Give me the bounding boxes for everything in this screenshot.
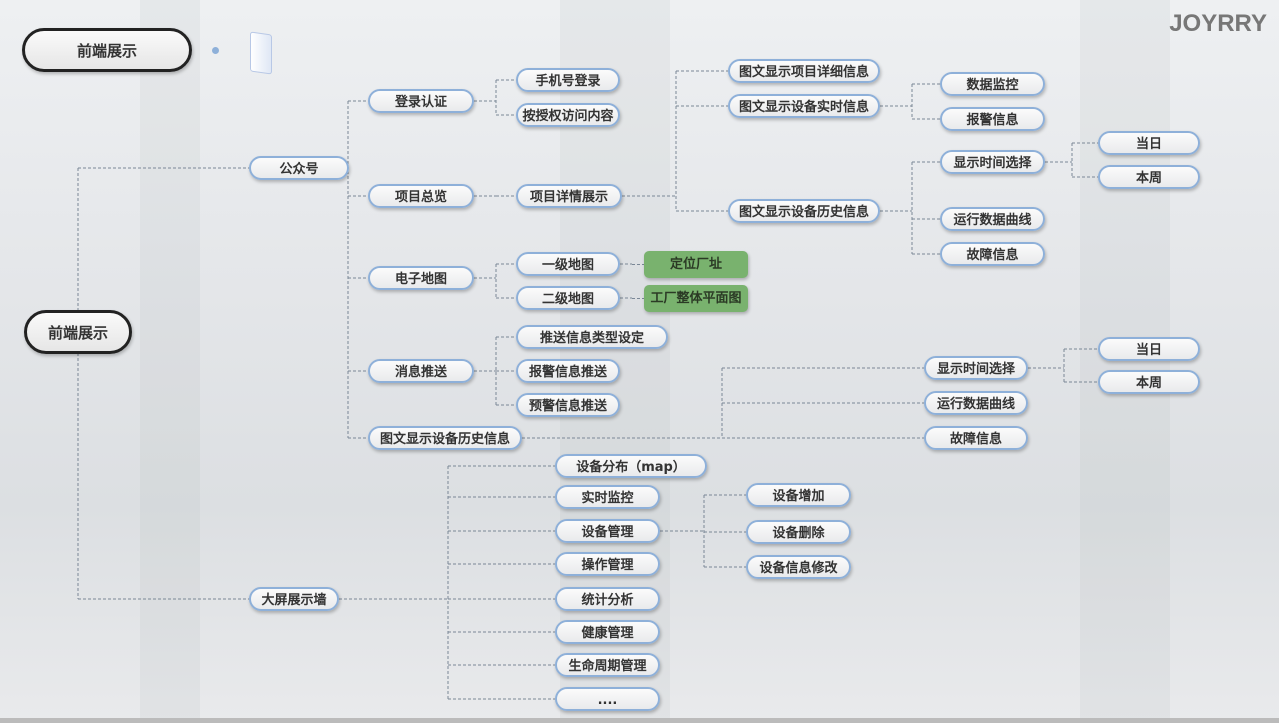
node-today[interactable]: 当日 [1098, 131, 1200, 155]
node-map-level2[interactable]: 二级地图 [516, 286, 620, 310]
node-realtime-info[interactable]: 图文显示设备实时信息 [728, 94, 880, 118]
brand-logo: JOYRRY [1169, 10, 1267, 37]
node-alarm-info[interactable]: 报警信息 [940, 107, 1045, 131]
node-locate-site[interactable]: 定位厂址 [644, 251, 748, 278]
node-run-curve[interactable]: 运行数据曲线 [940, 207, 1045, 231]
node-fault-info[interactable]: 故障信息 [940, 242, 1045, 266]
node-phone-login[interactable]: 手机号登录 [516, 68, 620, 92]
root-node[interactable]: 前端展示 [24, 310, 132, 354]
node-device-add[interactable]: 设备增加 [746, 483, 851, 507]
node-project-detail[interactable]: 项目详情展示 [516, 184, 622, 208]
node-auth-access[interactable]: 按授权访问内容 [516, 103, 620, 127]
node-push[interactable]: 消息推送 [368, 359, 474, 383]
node-run-curve-2[interactable]: 运行数据曲线 [924, 391, 1028, 415]
node-data-monitor[interactable]: 数据监控 [940, 72, 1045, 96]
node-health-mgmt[interactable]: 健康管理 [555, 620, 660, 644]
node-map-level1[interactable]: 一级地图 [516, 252, 620, 276]
node-this-week-2[interactable]: 本周 [1098, 370, 1200, 394]
node-device-distribution[interactable]: 设备分布（map） [555, 454, 707, 478]
node-statistics[interactable]: 统计分析 [555, 587, 660, 611]
node-history[interactable]: 图文显示设备历史信息 [368, 426, 522, 450]
node-public-account[interactable]: 公众号 [249, 156, 349, 180]
dot-icon [212, 47, 219, 54]
node-login[interactable]: 登录认证 [368, 89, 474, 113]
node-push-type[interactable]: 推送信息类型设定 [516, 325, 668, 349]
node-warning-push[interactable]: 预警信息推送 [516, 393, 620, 417]
node-lifecycle-mgmt[interactable]: 生命周期管理 [555, 653, 660, 677]
card-icon [250, 31, 272, 75]
node-big-screen[interactable]: 大屏展示墙 [249, 587, 339, 611]
node-alarm-push[interactable]: 报警信息推送 [516, 359, 620, 383]
node-factory-plan[interactable]: 工厂整体平面图 [644, 285, 748, 312]
node-time-select-2[interactable]: 显示时间选择 [924, 356, 1028, 380]
node-device-delete[interactable]: 设备删除 [746, 520, 851, 544]
page-title: 前端展示 [22, 28, 192, 72]
bottom-bar [0, 718, 1279, 723]
node-project-info[interactable]: 图文显示项目详细信息 [728, 59, 880, 83]
node-today-2[interactable]: 当日 [1098, 337, 1200, 361]
node-device-mgmt[interactable]: 设备管理 [555, 519, 660, 543]
node-device-edit[interactable]: 设备信息修改 [746, 555, 851, 579]
node-realtime-monitor[interactable]: 实时监控 [555, 485, 660, 509]
node-fault-info-2[interactable]: 故障信息 [924, 426, 1028, 450]
node-time-select[interactable]: 显示时间选择 [940, 150, 1045, 174]
node-map[interactable]: 电子地图 [368, 266, 474, 290]
node-history-info[interactable]: 图文显示设备历史信息 [728, 199, 880, 223]
node-this-week[interactable]: 本周 [1098, 165, 1200, 189]
node-operation-mgmt[interactable]: 操作管理 [555, 552, 660, 576]
node-overview[interactable]: 项目总览 [368, 184, 474, 208]
node-more[interactable]: .... [555, 687, 660, 711]
